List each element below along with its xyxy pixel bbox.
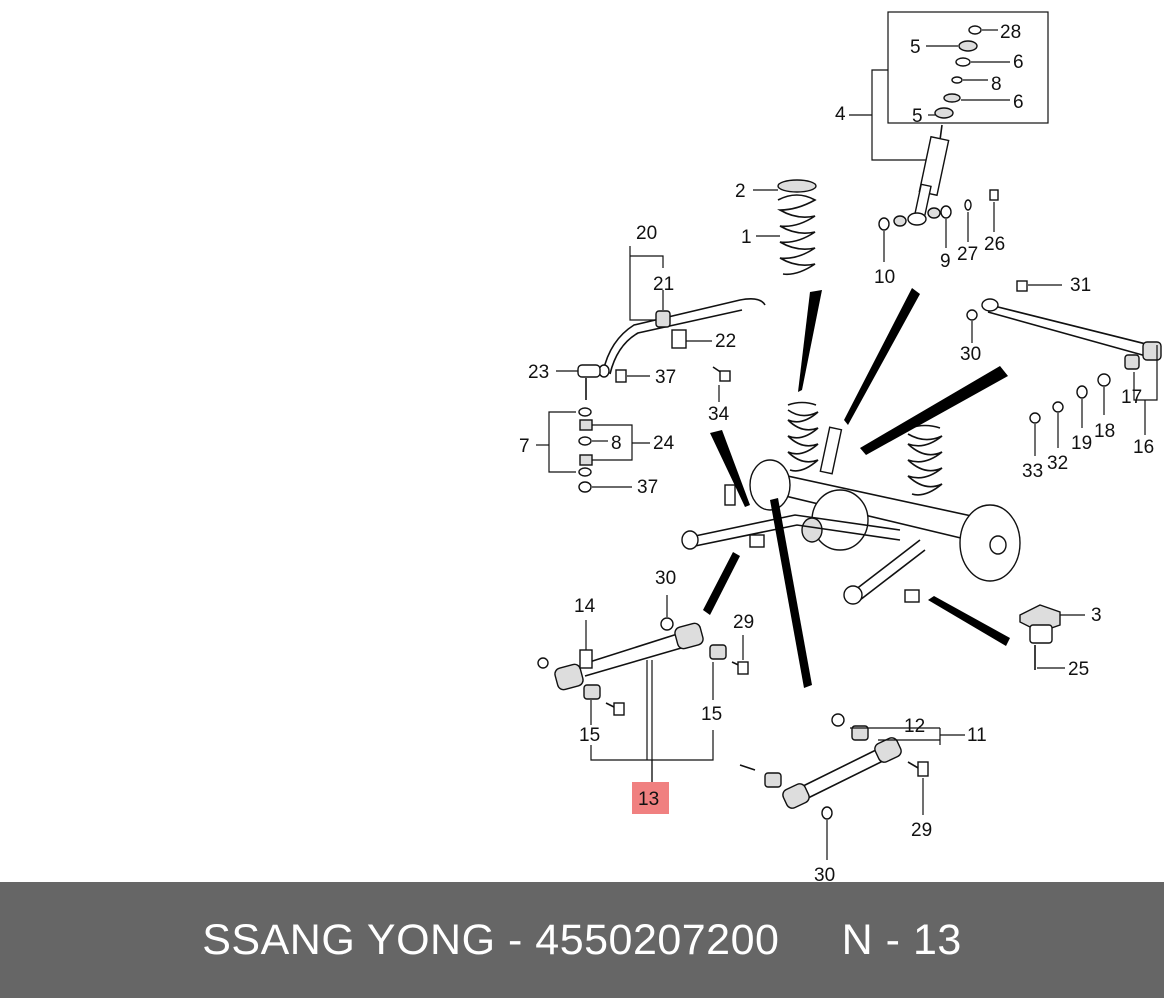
label-26: 26 (984, 234, 1005, 255)
label-20: 20 (636, 223, 657, 244)
exploded-parts-diagram: 28 5 6 8 6 5 4 2 1 20 21 22 23 37 34 7 8… (519, 11, 1162, 882)
separator: - (495, 915, 536, 964)
rear-axle-assembly (681, 401, 1021, 605)
label-25: 25 (1068, 659, 1089, 680)
footer-caption: SSANG YONG - 4550207200 N - 13 (202, 916, 962, 965)
rubber-washer-part (958, 40, 978, 52)
label-23: 23 (528, 362, 549, 383)
rear-suspension-svg: 28 5 6 8 6 5 4 2 1 20 21 22 23 37 34 7 8… (519, 11, 1162, 882)
label-21: 21 (653, 274, 674, 295)
label-27: 27 (957, 244, 978, 265)
label-28: 28 (1000, 22, 1021, 43)
label-8b: 8 (611, 433, 622, 454)
label-4: 4 (835, 104, 846, 125)
label-14: 14 (574, 596, 596, 617)
stabilizer-bar-part (602, 298, 766, 373)
label-1: 1 (741, 227, 752, 248)
label-6a: 6 (1013, 52, 1024, 73)
label-5b: 5 (912, 106, 923, 127)
rubber-washer-part-2 (934, 107, 954, 119)
kit-bracket (871, 69, 935, 161)
washer-part (955, 57, 971, 67)
label-30c: 30 (814, 865, 835, 882)
bracket-part (1019, 604, 1061, 644)
shock-kit-box (887, 11, 1049, 124)
upper-control-arm-part (782, 737, 902, 809)
label-24: 24 (653, 433, 675, 454)
label-11: 11 (967, 725, 987, 746)
label-22: 22 (715, 331, 736, 352)
lower-control-arm-part (554, 622, 704, 691)
label-32: 32 (1047, 453, 1068, 474)
label-10: 10 (874, 267, 895, 288)
label-30b: 30 (655, 568, 676, 589)
label-2: 2 (735, 181, 746, 202)
label-19: 19 (1071, 433, 1092, 454)
label-37a: 37 (655, 367, 676, 388)
label-13: 13 (638, 789, 659, 810)
label-16: 16 (1133, 437, 1154, 458)
label-7: 7 (519, 436, 530, 457)
label-15a: 15 (701, 704, 722, 725)
callout-labels: 28 5 6 8 6 5 4 2 1 20 21 22 23 37 34 7 8… (519, 22, 1154, 882)
label-17: 17 (1121, 387, 1142, 408)
label-29a: 29 (733, 612, 754, 633)
spacer (779, 916, 841, 964)
reference-number: N - 13 (841, 915, 962, 964)
footer-bar: SSANG YONG - 4550207200 N - 13 (0, 882, 1164, 998)
label-5a: 5 (910, 37, 921, 58)
brand-name: SSANG YONG (202, 915, 496, 964)
lateral-rod-part (981, 298, 1162, 361)
nut-part (968, 25, 982, 35)
label-15b: 15 (579, 725, 600, 746)
highlight-box-13 (632, 782, 669, 814)
small-nut-part (951, 76, 963, 84)
coil-spring-part (777, 179, 817, 276)
washer-part-2 (943, 93, 961, 103)
label-29b: 29 (911, 820, 932, 841)
label-33: 33 (1022, 461, 1043, 482)
label-30a: 30 (960, 344, 981, 365)
part-number: 4550207200 (535, 915, 780, 964)
label-31: 31 (1070, 275, 1091, 296)
label-37b: 37 (637, 477, 658, 498)
label-34: 34 (708, 404, 730, 425)
label-3: 3 (1091, 605, 1102, 626)
label-8a: 8 (991, 74, 1002, 95)
label-6b: 6 (1013, 92, 1024, 113)
label-18: 18 (1094, 421, 1115, 442)
label-9: 9 (940, 251, 951, 272)
shock-absorber-part (907, 124, 950, 226)
label-12: 12 (904, 716, 925, 737)
